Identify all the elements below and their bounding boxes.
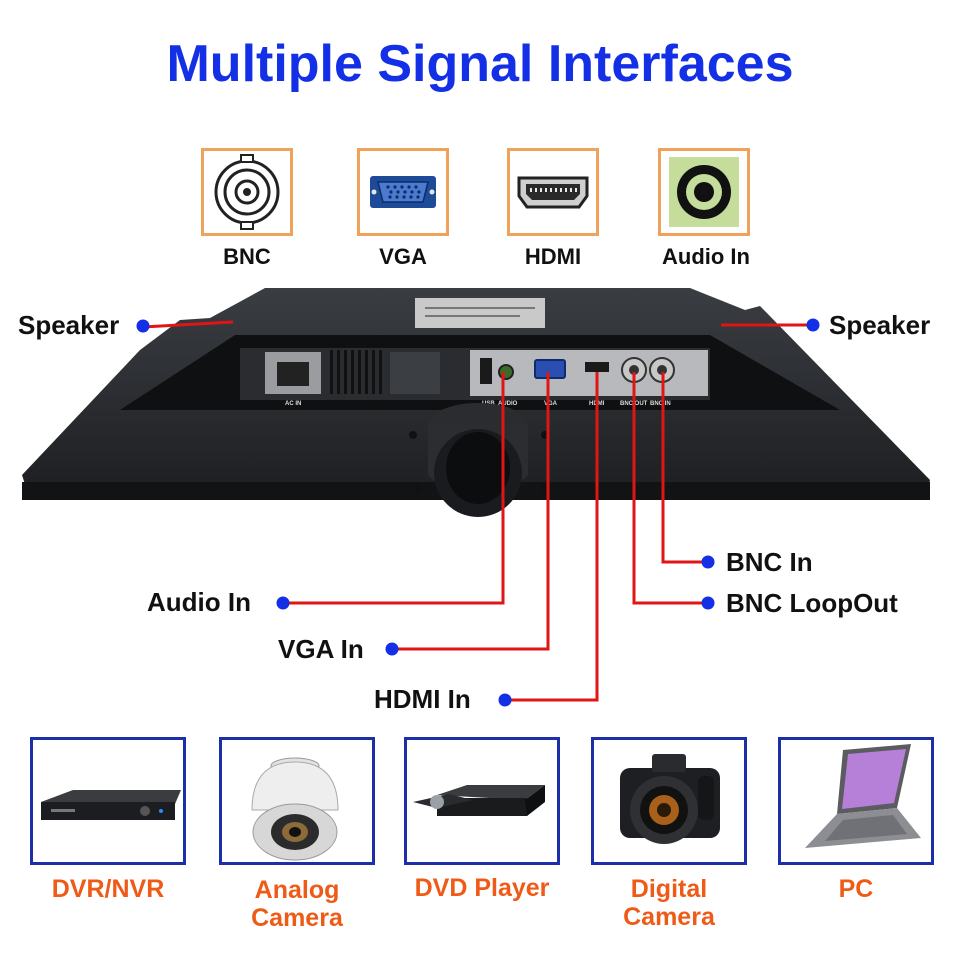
panel-label-vga: VGA: [544, 401, 558, 407]
hdmi-connector-box: [507, 148, 599, 236]
callout-speaker-left: Speaker: [18, 310, 120, 340]
dvr-recorder-icon: [41, 790, 181, 820]
digital-camera-icon: [620, 754, 720, 844]
device-box-digital-camera: [591, 737, 747, 865]
connector-label-hdmi: HDMI: [524, 244, 582, 269]
page-title: Multiple Signal Interfaces: [166, 35, 794, 93]
rating-label: [415, 298, 545, 328]
audio-port: [498, 364, 514, 380]
callout-vga-in: VGA In: [278, 634, 364, 664]
bnc-connector-box: [201, 148, 293, 236]
speaker-grille: [390, 352, 440, 394]
device-label-line1: Analog: [254, 876, 340, 904]
panel-label-bnc-in: BNC IN: [650, 401, 671, 407]
dvd-player-icon: [413, 785, 545, 816]
device-label-dvd-player: DVD Player: [397, 874, 567, 902]
hdmi-connector-icon: [517, 176, 589, 209]
device-box-analog-camera: [219, 737, 375, 865]
device-label-line1: Digital: [630, 875, 708, 903]
vga-port: [534, 359, 566, 379]
panel-label-ac-in: AC IN: [285, 401, 301, 407]
panel-label-hdmi: HDMI: [589, 401, 605, 407]
device-label-analog-camera: Analog Camera: [212, 876, 382, 932]
hdmi-port: [585, 362, 609, 372]
bnc-connector-icon: [214, 154, 280, 230]
audio-jack-icon: [669, 157, 739, 227]
panel-label-bnc-out: BNC OUT: [620, 401, 648, 407]
vga-connector-box: [357, 148, 449, 236]
connector-label-bnc: BNC: [223, 244, 271, 269]
connector-label-vga: VGA: [379, 244, 427, 269]
callout-bnc-in: BNC In: [726, 547, 813, 577]
callout-bnc-loopout: BNC LoopOut: [726, 588, 898, 618]
monitor-rear-view: AC IN USB AUDIO VGA HDMI BNC OUT BNC IN: [22, 288, 930, 517]
connector-label-audio-in: Audio In: [662, 244, 750, 269]
device-label-line2: Camera: [251, 904, 343, 932]
laptop-icon: [805, 744, 921, 848]
callout-hdmi-in: HDMI In: [374, 684, 471, 714]
device-label-line1: PC: [838, 875, 874, 903]
audio-jack-box: [658, 148, 750, 236]
device-label-pc: PC: [771, 875, 941, 903]
callout-speaker-right: Speaker: [829, 310, 931, 340]
device-label-line1: DVR/NVR: [51, 875, 165, 903]
device-box-dvr: [30, 737, 186, 865]
device-label-line1: DVD Player: [414, 874, 550, 902]
vga-connector-icon: [370, 176, 436, 208]
usb-port: [480, 358, 492, 384]
callout-audio-in: Audio In: [147, 587, 251, 617]
device-box-pc: [778, 737, 934, 865]
device-label-dvr-nvr: DVR/NVR: [23, 875, 193, 903]
device-label-line2: Camera: [623, 903, 715, 931]
dome-camera-icon: [251, 757, 339, 861]
device-box-dvd-player: [404, 737, 560, 865]
device-label-digital-camera: Digital Camera: [584, 875, 754, 931]
